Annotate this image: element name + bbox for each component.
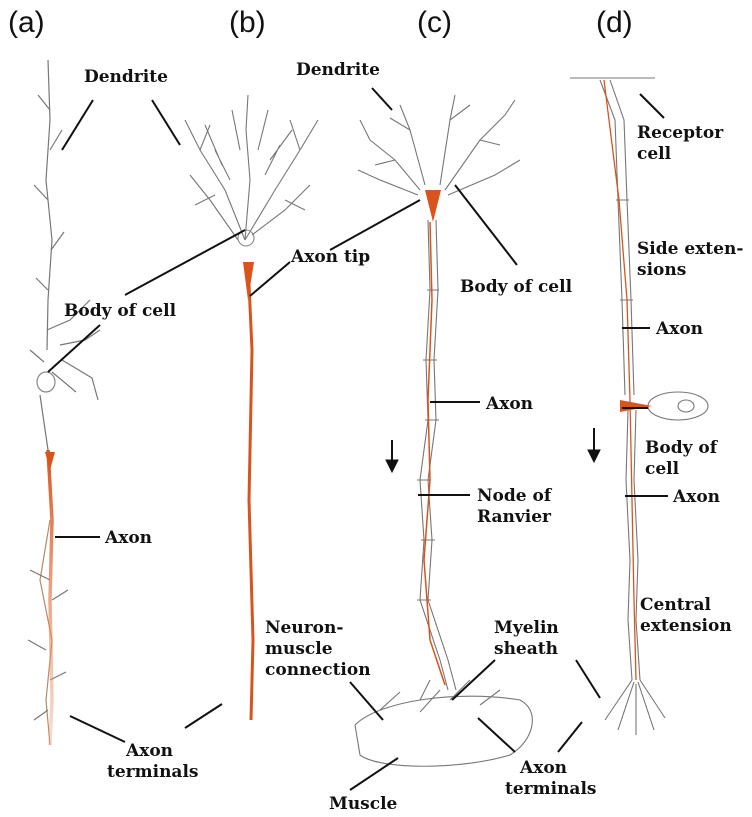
label-axon-d-lower: Axon [673, 486, 720, 508]
panel-d-label: (d) [596, 6, 633, 40]
label-side-ext-1: Side exten- [637, 238, 743, 260]
label-dendrite-ab: Dendrite [84, 66, 168, 88]
axon-b [248, 262, 253, 720]
label-receptor-1: Receptor [637, 122, 723, 144]
label-body-of-cell-c: Body of cell [460, 276, 572, 298]
label-axon-terminals-ab-2: terminals [107, 761, 198, 783]
neuron-c [355, 95, 532, 766]
label-axon-a: Axon [105, 527, 152, 549]
neuron-b [185, 95, 318, 246]
label-axon-terminals-cd-2: terminals [505, 778, 596, 800]
neuron-a [28, 60, 100, 745]
label-axon-terminals-ab-1: Axon [126, 740, 173, 762]
label-node-of-ranvier-2: Ranvier [477, 506, 551, 528]
panel-c-label: (c) [417, 6, 452, 40]
panel-b-label: (b) [229, 6, 266, 40]
label-axon-c: Axon [486, 393, 533, 415]
axon-a [48, 450, 52, 745]
label-receptor-2: cell [637, 143, 671, 165]
label-central-ext-2: extension [640, 615, 732, 637]
axon-d [604, 80, 636, 680]
axon-c [425, 190, 441, 222]
leader-lines [48, 88, 668, 790]
label-myelin-1: Myelin [494, 617, 559, 639]
label-muscle: Muscle [329, 793, 397, 815]
label-node-of-ranvier-1: Node of [477, 485, 551, 507]
label-neuron-muscle-3: connection [265, 659, 371, 681]
label-body-of-cell-a: Body of cell [64, 300, 176, 322]
label-side-ext-2: sions [637, 259, 686, 281]
label-central-ext-1: Central [640, 594, 711, 616]
label-axon-d-upper: Axon [656, 318, 703, 340]
label-body-of-cell-d-1: Body of [645, 437, 717, 459]
direction-arrows [386, 428, 600, 472]
label-axon-tip: Axon tip [291, 246, 370, 268]
label-dendrite-c: Dendrite [296, 59, 380, 81]
label-neuron-muscle-1: Neuron- [265, 617, 343, 639]
label-myelin-2: sheath [494, 638, 558, 660]
panel-a-label: (a) [8, 6, 45, 40]
label-axon-terminals-cd-1: Axon [520, 757, 567, 779]
label-neuron-muscle-2: muscle [265, 638, 333, 660]
label-body-of-cell-d-2: cell [645, 458, 679, 480]
